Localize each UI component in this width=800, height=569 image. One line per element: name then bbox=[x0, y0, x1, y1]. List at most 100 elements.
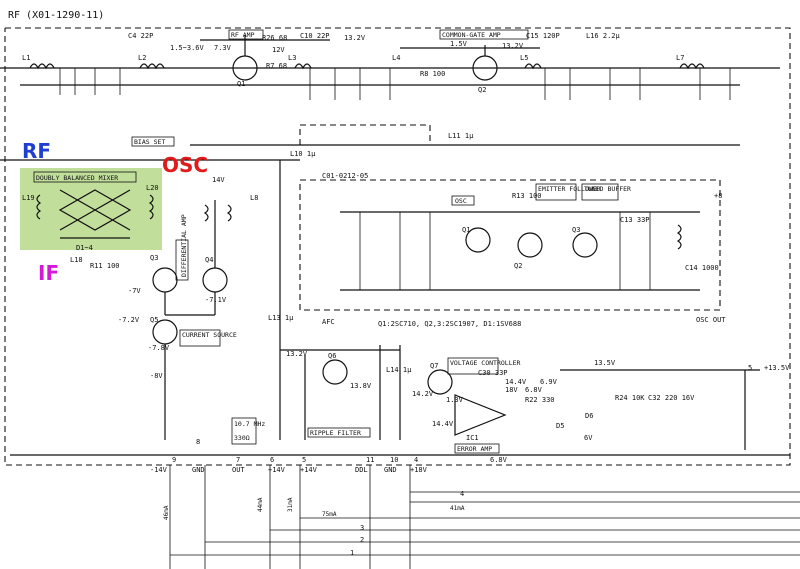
c14-label: C14 1000 bbox=[685, 264, 719, 272]
v-q5-bottom: -8V bbox=[150, 372, 163, 380]
r22-label: R22 330 bbox=[525, 396, 555, 404]
rf-amp-block: RF AMP bbox=[228, 29, 264, 40]
l5-label: L5 bbox=[520, 54, 528, 62]
q4-label: Q4 bbox=[205, 256, 213, 264]
svg-text:DIFFERENTIAL AMP: DIFFERENTIAL AMP bbox=[180, 214, 188, 277]
wiring-harness bbox=[169, 465, 800, 569]
l4-label: L4 bbox=[392, 54, 400, 62]
afc-pin: AFC bbox=[322, 318, 335, 326]
bias-set-block: BIAS SET bbox=[131, 136, 175, 147]
error-amp-block: ERROR AMP bbox=[454, 443, 500, 454]
l7-label: L7 bbox=[676, 54, 684, 62]
osc-module-outline bbox=[299, 179, 721, 311]
l2-label: L2 bbox=[138, 54, 146, 62]
pin-4: 4 bbox=[414, 456, 418, 464]
d1-label: D1~4 bbox=[76, 244, 93, 252]
transistor-note: Q1:2SC710, Q2,3:2SC1907, D1:1SV688 bbox=[378, 320, 521, 328]
current-75ma: 75mA bbox=[322, 511, 337, 518]
c10-label: C10 22P bbox=[300, 32, 330, 40]
v-q2-gate: 1.5V bbox=[450, 40, 468, 48]
svg-text:10.7 MHz: 10.7 MHz bbox=[234, 420, 265, 428]
pin-p18v: +18V bbox=[410, 466, 428, 474]
l8-label: L8 bbox=[250, 194, 258, 202]
emitter-follower-block: EMITTER FOLLOWER bbox=[535, 183, 601, 201]
svg-text:VOLTAGE CONTROLLER: VOLTAGE CONTROLLER bbox=[450, 359, 521, 367]
v-q1-drain: 7.3V bbox=[214, 44, 232, 52]
v-q2-drain: 13.2V bbox=[502, 42, 524, 50]
v-q3-base: -7V bbox=[128, 287, 141, 295]
v-ic-144: 14.4V bbox=[505, 378, 527, 386]
v-q6-in: 13.2V bbox=[286, 350, 308, 358]
pin-p14v-1: +14V bbox=[268, 466, 286, 474]
v-12v: 12V bbox=[272, 46, 285, 54]
v-ic-68b: 6.8V bbox=[490, 456, 508, 464]
r24-label: R24 10K bbox=[615, 394, 645, 402]
pin-ddl: DDL bbox=[355, 466, 368, 474]
l20-label: L20 bbox=[146, 184, 159, 192]
svg-text:TUNED BUFFER: TUNED BUFFER bbox=[584, 185, 631, 193]
v-out-135: +13.5V bbox=[764, 364, 790, 372]
osc-section: OSC bbox=[340, 195, 700, 291]
q3-label: Q3 bbox=[150, 254, 158, 262]
if-tag: IF bbox=[38, 261, 59, 285]
pin-gnd-2: GND bbox=[384, 466, 397, 474]
pin-gnd-1: GND bbox=[192, 466, 205, 474]
q5-label: Q5 bbox=[150, 316, 158, 324]
r26-label: R26 68 bbox=[262, 34, 287, 42]
q1-osc-label: Q1 bbox=[462, 226, 470, 234]
r7-label: R7 68 bbox=[266, 62, 287, 70]
v-q5-emitter: -7.8V bbox=[148, 344, 170, 352]
d6-label: D6 bbox=[585, 412, 593, 420]
c15-label: C15 120P bbox=[526, 32, 560, 40]
svg-text:CURRENT SOURCE: CURRENT SOURCE bbox=[182, 331, 237, 339]
if-filter-block: 10.7 MHz 330Ω bbox=[231, 417, 265, 445]
v-ic-13: 1.3V bbox=[446, 396, 464, 404]
svg-text:COMMON-GATE AMP: COMMON-GATE AMP bbox=[442, 31, 501, 39]
v-ic-68: 6.8V bbox=[525, 386, 543, 394]
pin-out: OUT bbox=[232, 466, 245, 474]
svg-text:RIPPLE FILTER: RIPPLE FILTER bbox=[310, 429, 361, 437]
r8-label: R8 100 bbox=[420, 70, 445, 78]
pin-7: 7 bbox=[236, 456, 240, 464]
harness-wire-1: 1 bbox=[350, 549, 354, 557]
l14-label: L14 1μ bbox=[386, 366, 412, 374]
pin-11: 11 bbox=[366, 456, 374, 464]
v-18v: 18V bbox=[505, 386, 518, 394]
l3-label: L3 bbox=[288, 54, 296, 62]
v-6v: 6V bbox=[584, 434, 593, 442]
current-source: CURRENT SOURCE bbox=[152, 319, 237, 440]
v-rf-bias: 1.5~3.6V bbox=[170, 44, 205, 52]
pin-10: 10 bbox=[390, 456, 398, 464]
l10-label: L10 1μ bbox=[290, 150, 316, 158]
voltage-controller-block: VOLTAGE CONTROLLER bbox=[447, 357, 521, 375]
svg-text:ERROR AMP: ERROR AMP bbox=[457, 445, 492, 453]
r13-label: R13 100 bbox=[512, 192, 542, 200]
harness-wire-2: 2 bbox=[360, 536, 364, 544]
v-rail-135: 13.5V bbox=[594, 359, 616, 367]
osc-tag: OSC bbox=[162, 153, 208, 177]
q1-label: Q1 bbox=[237, 80, 245, 88]
r11-label: R11 100 bbox=[90, 262, 120, 270]
l16-label: L16 2.2μ bbox=[586, 32, 621, 40]
module-title: RF (X01-1290-11) bbox=[8, 10, 104, 21]
svg-text:EMITTER FOLLOWER: EMITTER FOLLOWER bbox=[538, 185, 601, 193]
l13-label: L13 1μ bbox=[268, 314, 294, 322]
current-41ma: 41mA bbox=[450, 505, 465, 512]
q2-top-label: Q2 bbox=[478, 86, 486, 94]
v-rail-132: 13.2V bbox=[344, 34, 366, 42]
harness-wire-4: 4 bbox=[460, 490, 464, 498]
svg-text:RF AMP: RF AMP bbox=[231, 31, 255, 39]
q6-label: Q6 bbox=[328, 352, 336, 360]
doubly-balanced-mixer: DOUBLY BALANCED MIXER bbox=[33, 171, 154, 239]
c13-label: C13 33P bbox=[620, 216, 650, 224]
common-gate-amp-block: COMMON-GATE AMP bbox=[439, 29, 529, 40]
v-q7-base: 14.2V bbox=[412, 390, 434, 398]
pin-5b: 5 bbox=[748, 364, 752, 372]
d5-label: D5 bbox=[556, 422, 564, 430]
l11-label: L11 1μ bbox=[448, 132, 474, 140]
lower-wiring bbox=[10, 160, 790, 456]
c4-label: C4 22P bbox=[128, 32, 153, 40]
q3-osc-label: Q3 bbox=[572, 226, 580, 234]
q7-label: Q7 bbox=[430, 362, 438, 370]
